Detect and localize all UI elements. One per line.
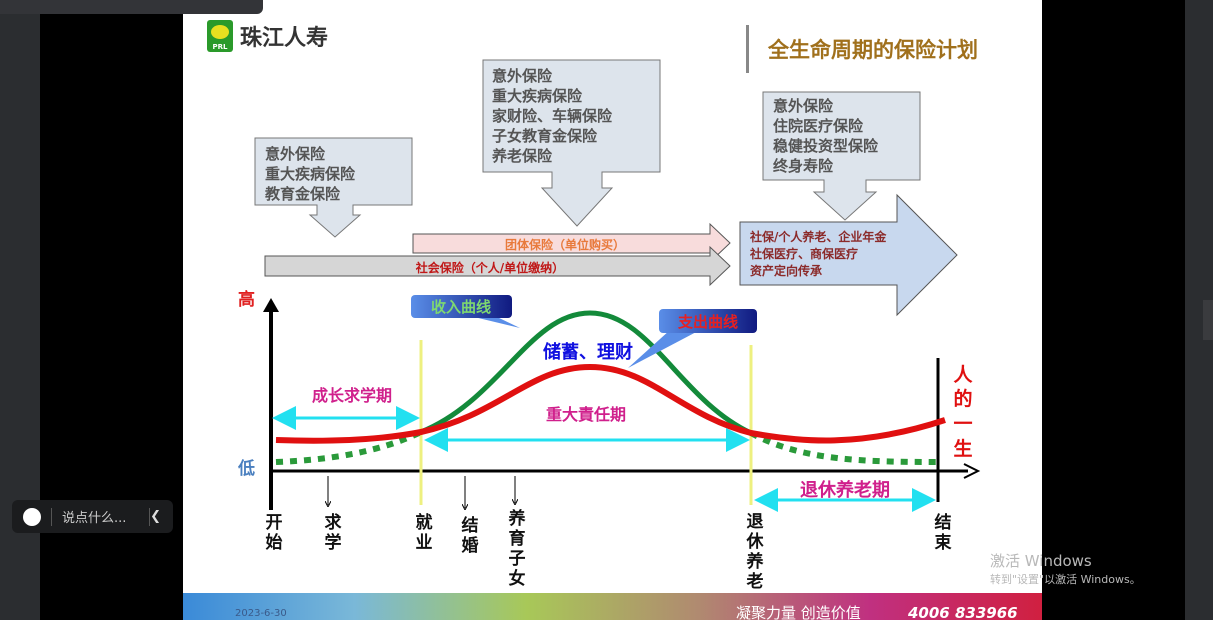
- brand-name: 珠江人寿: [240, 25, 328, 51]
- retirement-label: 退休养老期: [800, 479, 890, 501]
- growth-label: 成长求学期: [312, 386, 392, 405]
- stage-label: 结: [462, 515, 479, 536]
- callout-text: 稳健投资型保险: [773, 137, 879, 155]
- stage-label: 养: [508, 508, 527, 529]
- income-curve-early: [275, 429, 423, 465]
- stage-label: 女: [509, 568, 526, 589]
- retirement-arrow: [739, 193, 958, 317]
- low-label: 低: [237, 458, 255, 479]
- social-insurance-arrow: [264, 245, 731, 287]
- responsibility-label: 重大責任期: [546, 405, 626, 424]
- stage-label: 结: [935, 512, 952, 533]
- watermark-subtitle: 转到"设置"以激活 Windows。: [990, 573, 1141, 586]
- footer-date: 2023-6-30: [235, 608, 287, 619]
- brand-logo: PRL: [207, 20, 233, 52]
- expense-curve: [275, 363, 946, 444]
- callout-text: 教育金保险: [264, 185, 341, 203]
- chat-input-bar[interactable]: 说点什么... ❮: [12, 500, 173, 533]
- title-divider: [746, 25, 749, 73]
- stage-label: 束: [935, 532, 952, 553]
- life-label: 的: [953, 387, 972, 410]
- side-toggle[interactable]: [1203, 300, 1213, 340]
- stage-label: 老: [746, 571, 764, 592]
- callout-text: 重大疾病保险: [492, 87, 583, 105]
- callout-text: 养老保险: [491, 147, 553, 165]
- stage-label: 养: [746, 551, 765, 572]
- footer-phone: 4006 833966: [907, 604, 1018, 620]
- callout-text: 意外保险: [773, 97, 834, 115]
- footer-slogan: 凝聚力量 创造价值: [736, 604, 861, 620]
- stage-label: 退: [747, 512, 764, 532]
- slide-title: 全生命周期的保险计划: [767, 38, 978, 62]
- expense-curve-callout: [659, 309, 757, 333]
- divider: [51, 507, 52, 526]
- stage-label: 就: [416, 512, 433, 533]
- callout-text: 家财险、车辆保险: [492, 107, 613, 125]
- income-curve-label: 收入曲线: [431, 298, 491, 316]
- svg-text:PRL: PRL: [213, 43, 229, 51]
- group-insurance-label: 团体保险（单位购买）: [505, 237, 625, 252]
- callout-text: 意外保险: [265, 145, 326, 163]
- retirement-text: 社保/个人养老、企业年金: [749, 229, 887, 244]
- stage-label: 学: [325, 532, 342, 553]
- callout-working: [482, 59, 661, 227]
- chat-input[interactable]: 说点什么...: [62, 511, 127, 526]
- income-curve-late: [749, 430, 939, 465]
- divider: [149, 507, 151, 526]
- high-label: 高: [238, 289, 255, 310]
- retirement-text: 资产定向传承: [750, 263, 822, 278]
- stage-label: 始: [266, 532, 283, 553]
- stage-label: 子: [509, 549, 526, 569]
- stage-label: 业: [416, 533, 433, 553]
- watermark-title: 激活 Windows: [990, 552, 1092, 570]
- top-toolbar[interactable]: [0, 0, 263, 14]
- social-insurance-label: 社会保险（个人/单位缴纳）: [415, 260, 564, 275]
- savings-label: 储蓄、理财: [542, 341, 633, 363]
- stage-label: 休: [746, 531, 765, 552]
- life-label: 生: [953, 437, 972, 460]
- stage-label: 育: [509, 528, 526, 549]
- group-insurance-arrow: [412, 222, 731, 264]
- collapse-chevron-icon[interactable]: ❮: [150, 509, 161, 524]
- income-curve: [420, 310, 753, 436]
- callout-text: 住院医疗保险: [773, 117, 864, 135]
- callout-childhood: [254, 137, 413, 238]
- stage-label: 开: [266, 513, 283, 533]
- income-curve-callout: [411, 295, 512, 318]
- emoji-icon[interactable]: [23, 507, 41, 526]
- callout-text: 意外保险: [492, 67, 553, 85]
- stage-label: 婚: [462, 535, 479, 556]
- life-label: 一: [953, 413, 972, 435]
- stage-label: 求: [325, 512, 342, 533]
- retirement-text: 社保医疗、商保医疗: [749, 246, 858, 261]
- life-label: 人: [953, 364, 973, 386]
- callout-text: 终身寿险: [773, 157, 834, 175]
- expense-curve-label: 支出曲线: [677, 313, 738, 331]
- callout-retirement: [762, 91, 921, 221]
- slide-footer: [183, 593, 1042, 620]
- callout-text: 重大疾病保险: [265, 165, 356, 183]
- callout-text: 子女教育金保险: [492, 127, 598, 145]
- windows-watermark: 激活 Windows 转到"设置"以激活 Windows。: [990, 550, 1141, 587]
